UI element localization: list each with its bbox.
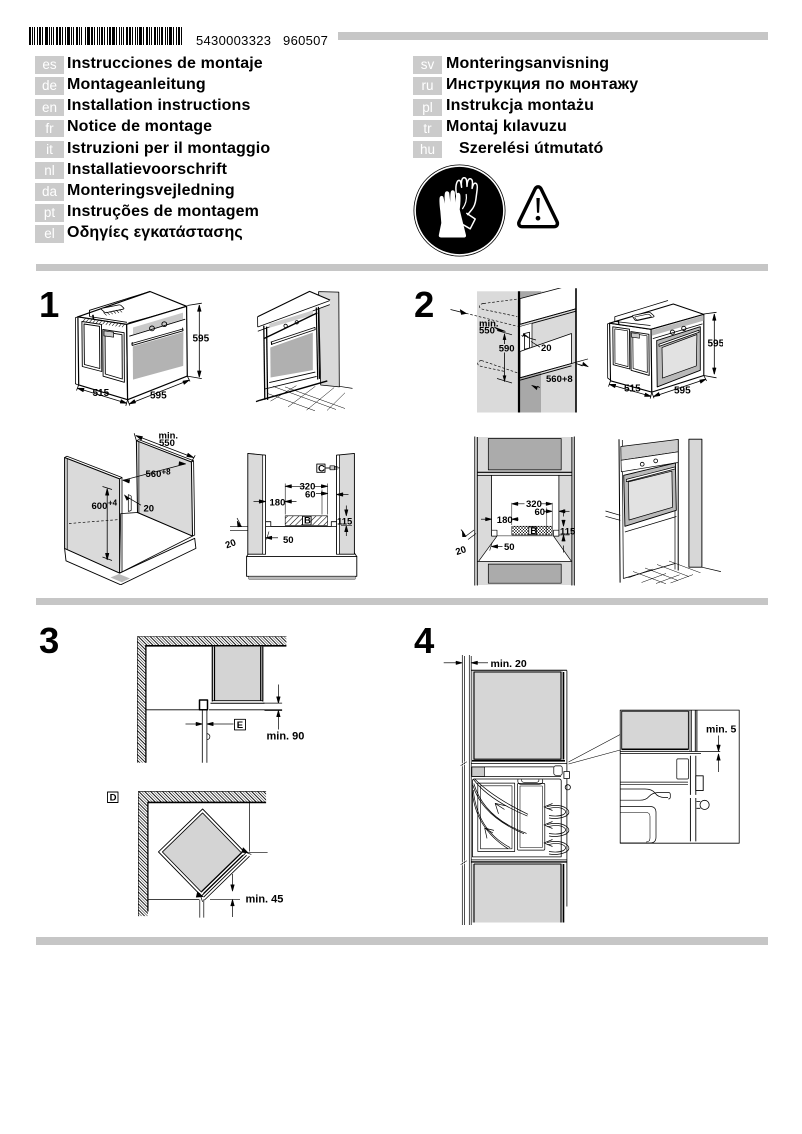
svg-text:600: 600: [92, 501, 108, 512]
svg-text:20: 20: [224, 537, 238, 551]
svg-text:115: 115: [560, 527, 576, 538]
svg-text:180: 180: [497, 515, 513, 526]
svg-text:min. 20: min. 20: [491, 658, 527, 670]
svg-text:560+8: 560+8: [546, 374, 573, 385]
svg-text:50: 50: [504, 542, 515, 553]
svg-text:20: 20: [144, 504, 155, 515]
svg-text:515: 515: [93, 388, 110, 399]
svg-text:180: 180: [270, 497, 286, 508]
svg-text:515: 515: [624, 384, 641, 395]
svg-text:min. 45: min. 45: [246, 894, 284, 906]
svg-text:595: 595: [150, 391, 167, 402]
svg-text:50: 50: [283, 535, 294, 546]
svg-text:20: 20: [541, 343, 552, 354]
svg-text:115: 115: [337, 517, 353, 528]
svg-text:550: 550: [159, 438, 175, 449]
svg-text:+4: +4: [108, 499, 118, 508]
svg-text:60: 60: [535, 507, 546, 518]
svg-text:min. 5: min. 5: [706, 724, 737, 736]
svg-text:595: 595: [674, 386, 691, 397]
svg-text:C: C: [318, 463, 325, 474]
svg-text:560: 560: [146, 469, 162, 480]
svg-text:595: 595: [708, 339, 724, 350]
svg-text:+8: +8: [162, 468, 172, 477]
svg-text:B: B: [530, 526, 537, 537]
svg-text:320: 320: [526, 499, 542, 510]
svg-text:20: 20: [454, 544, 467, 558]
svg-text:595: 595: [193, 334, 210, 345]
svg-text:590: 590: [499, 344, 515, 355]
svg-text:550: 550: [479, 326, 495, 337]
svg-text:320: 320: [300, 482, 316, 493]
svg-text:min.: min.: [479, 319, 499, 330]
svg-text:D: D: [110, 793, 117, 804]
svg-text:E: E: [237, 720, 243, 731]
svg-text:min.: min.: [159, 431, 179, 442]
svg-text:min. 90: min. 90: [267, 731, 305, 743]
svg-text:60: 60: [305, 490, 316, 501]
svg-text:B: B: [304, 515, 311, 526]
